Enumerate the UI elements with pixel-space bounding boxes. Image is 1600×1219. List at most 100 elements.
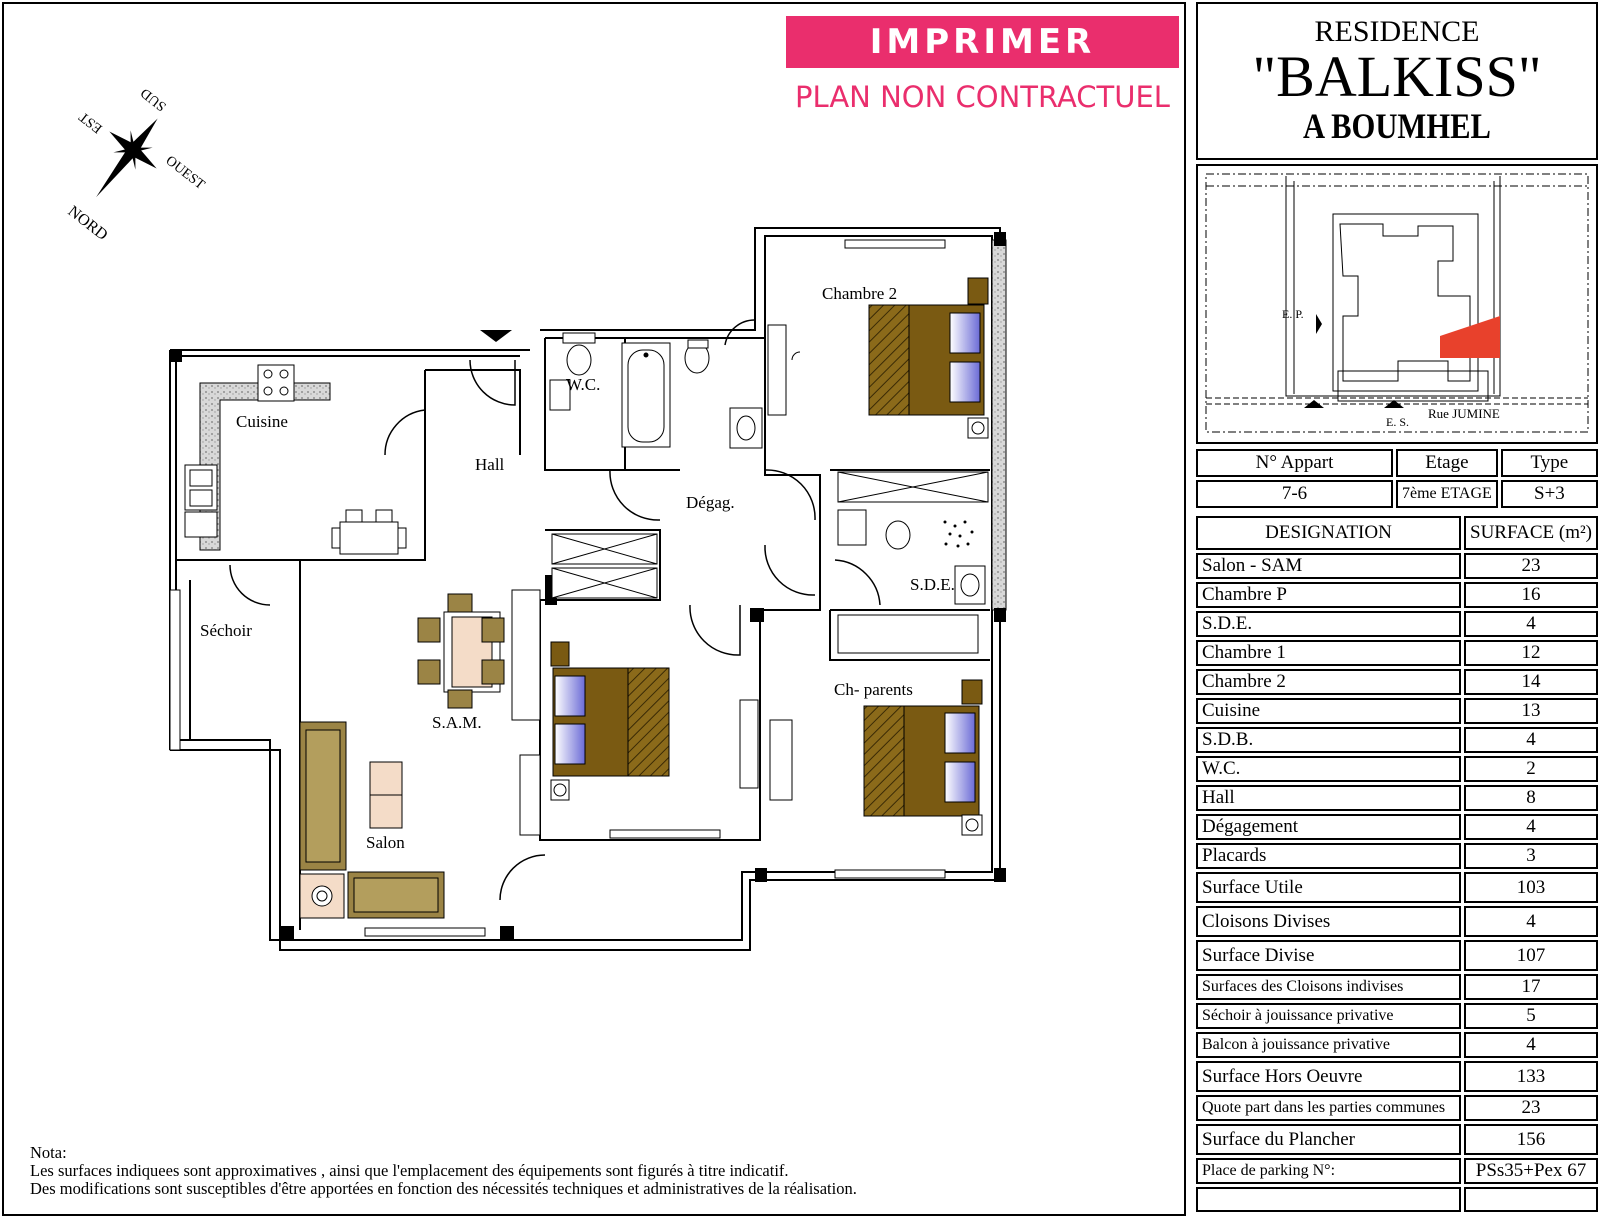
surface-value: 23	[1464, 553, 1598, 579]
surface-label: Chambre P	[1196, 582, 1461, 608]
plan-frame	[2, 2, 1186, 1216]
surface-label: Chambre 1	[1196, 640, 1461, 666]
surface-row: Place de parking N°:PSs35+Pex 67	[1196, 1158, 1598, 1184]
surface-value: 8	[1464, 785, 1598, 811]
surface-label: S.D.B.	[1196, 727, 1461, 753]
surface-value: 4	[1464, 1032, 1598, 1058]
surface-value: PSs35+Pex 67	[1464, 1158, 1598, 1184]
surface-value: 3	[1464, 843, 1598, 869]
surface-value: 16	[1464, 582, 1598, 608]
surface-value: 107	[1464, 940, 1598, 971]
nota-block: Nota: Les surfaces indiquees sont approx…	[30, 1144, 857, 1198]
header-surface: SURFACE (m²)	[1464, 516, 1598, 550]
surface-label: Séchoir à jouissance privative	[1196, 1003, 1461, 1029]
header-appart: N° Appart	[1196, 449, 1393, 477]
header-designation: DESIGNATION	[1196, 516, 1461, 550]
room-label-degag: Dégag.	[686, 493, 735, 512]
print-button[interactable]: IMPRIMER	[786, 16, 1179, 68]
site-plan: E. P. E. S. Rue JUMINE	[1196, 164, 1598, 444]
surface-value	[1464, 1187, 1598, 1212]
header-etage: Etage	[1396, 449, 1498, 477]
site-label-street: Rue JUMINE	[1428, 406, 1500, 421]
surface-value: 5	[1464, 1003, 1598, 1029]
room-label-sde: S.D.E.	[910, 575, 955, 594]
nota-title: Nota:	[30, 1143, 67, 1162]
surface-label: Surface Utile	[1196, 872, 1461, 903]
surface-value: 13	[1464, 698, 1598, 724]
surface-row: W.C.2	[1196, 756, 1598, 782]
value-appart: 7-6	[1196, 480, 1393, 508]
surface-label: W.C.	[1196, 756, 1461, 782]
surface-value: 12	[1464, 640, 1598, 666]
room-label-sam: S.A.M.	[432, 713, 482, 732]
surface-value: 4	[1464, 906, 1598, 937]
residence-title-box: RESIDENCE "BALKISS" A BOUMHEL	[1196, 2, 1598, 160]
apartment-info-table: N° Appart Etage Type 7-6 7ème ETAGE S+3	[1193, 446, 1600, 511]
surface-label: Cloisons Divises	[1196, 906, 1461, 937]
compass-rose: NORD SUD EST OUEST	[65, 85, 208, 244]
surface-label: Surface Divise	[1196, 940, 1461, 971]
room-label-ch-parents: Ch- parents	[834, 680, 913, 699]
surface-row: S.D.E.4	[1196, 611, 1598, 637]
nota-line1: Les surfaces indiquees sont approximativ…	[30, 1161, 789, 1180]
surface-label: Chambre 2	[1196, 669, 1461, 695]
surface-header-row: DESIGNATION SURFACE (m²)	[1196, 516, 1598, 550]
surface-label: Place de parking N°:	[1196, 1158, 1461, 1184]
room-label-chambre2: Chambre 2	[822, 284, 897, 303]
apartment-value-row: 7-6 7ème ETAGE S+3	[1196, 480, 1598, 508]
surface-label: Hall	[1196, 785, 1461, 811]
surface-label: Quote part dans les parties communes	[1196, 1095, 1461, 1121]
surface-value: 133	[1464, 1061, 1598, 1092]
surface-label: Salon - SAM	[1196, 553, 1461, 579]
surface-label: Dégagement	[1196, 814, 1461, 840]
room-label-salon: Salon	[366, 833, 405, 852]
surface-value: 23	[1464, 1095, 1598, 1121]
surface-label: Surface du Plancher	[1196, 1124, 1461, 1155]
surface-value: 17	[1464, 974, 1598, 1000]
surface-label: Surfaces des Cloisons indivises	[1196, 974, 1461, 1000]
room-label-wc: W.C.	[566, 375, 600, 394]
room-label-hall: Hall	[475, 455, 505, 474]
surface-value: 14	[1464, 669, 1598, 695]
surface-value: 103	[1464, 872, 1598, 903]
surface-row	[1196, 1187, 1598, 1212]
surface-label: Balcon à jouissance privative	[1196, 1032, 1461, 1058]
nota-line2: Des modifications sont susceptibles d'êt…	[30, 1179, 857, 1198]
surface-label: Surface Hors Oeuvre	[1196, 1061, 1461, 1092]
surface-label: Placards	[1196, 843, 1461, 869]
title-name: "BALKISS"	[1252, 44, 1542, 109]
room-label-cuisine: Cuisine	[236, 412, 288, 431]
site-label-es: E. S.	[1386, 415, 1409, 429]
surface-value: 4	[1464, 727, 1598, 753]
value-etage: 7ème ETAGE	[1396, 480, 1498, 508]
title-location: A BOUMHEL	[1303, 106, 1491, 146]
surface-label: Cuisine	[1196, 698, 1461, 724]
title-residence: RESIDENCE	[1314, 15, 1480, 48]
site-label-ep: E. P.	[1282, 307, 1304, 321]
surface-row: S.D.B.4	[1196, 727, 1598, 753]
value-type: S+3	[1500, 480, 1598, 508]
apartment-header-row: N° Appart Etage Type	[1196, 449, 1598, 477]
surface-value: 4	[1464, 814, 1598, 840]
disclaimer-text: PLAN NON CONTRACTUEL	[795, 80, 1170, 114]
room-label-sechoir: Séchoir	[200, 621, 252, 640]
surface-value: 2	[1464, 756, 1598, 782]
